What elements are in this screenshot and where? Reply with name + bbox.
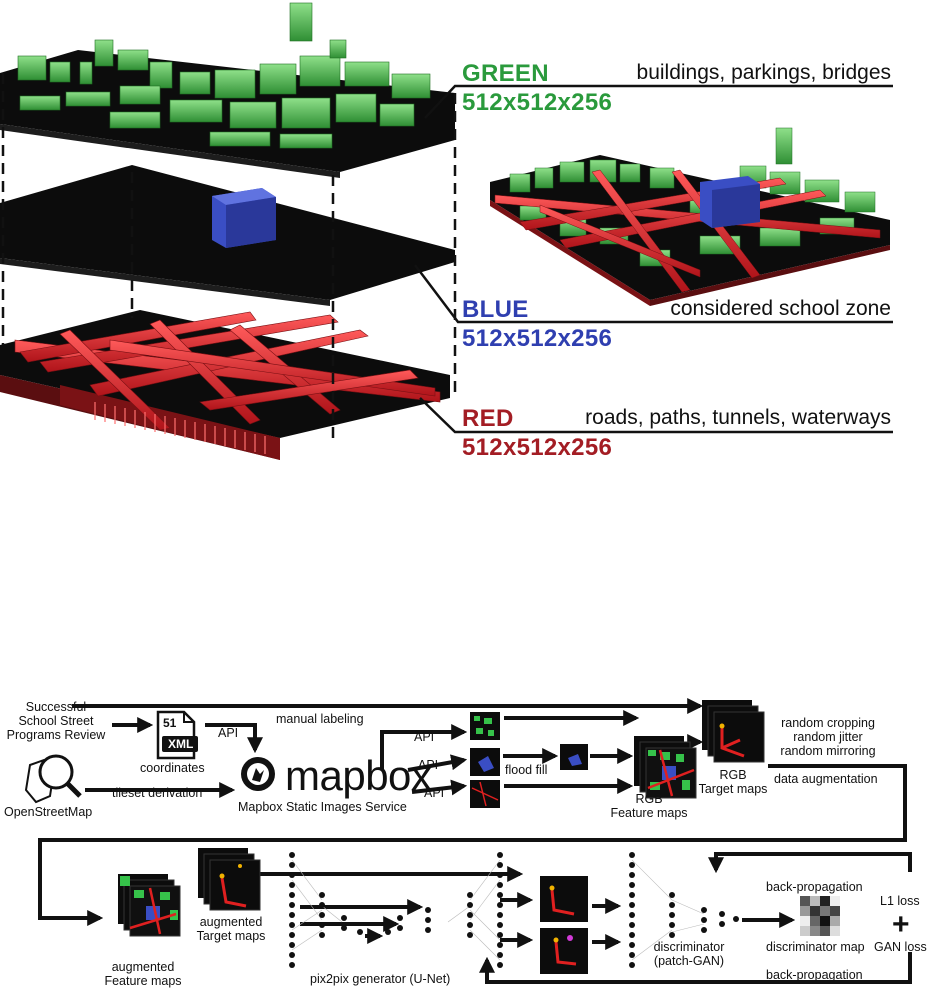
green-layer-description: buildings, parkings, bridges	[636, 61, 891, 84]
discriminator-network	[629, 852, 739, 968]
blue-layer-slab	[0, 165, 455, 306]
xml-tag: XML	[168, 737, 194, 751]
augmented-target-maps-stack	[198, 848, 261, 911]
blue-layer-description: considered school zone	[670, 297, 891, 320]
layer-illustration	[0, 2, 893, 460]
pipeline-diagram	[24, 698, 912, 984]
red-layer-description: roads, paths, tunnels, waterways	[585, 406, 891, 429]
rgb-target-maps-label: RGB Target maps	[698, 768, 768, 796]
manual-labeling-label: manual labeling	[276, 712, 364, 726]
rgb-feature-maps-stack	[634, 736, 697, 799]
red-layer-slab	[0, 310, 450, 460]
rgb-target-maps-stack	[702, 700, 765, 763]
green-layer-slab	[0, 2, 455, 178]
coordinates-label: coordinates	[140, 761, 205, 775]
mapbox-service-label: Mapbox Static Images Service	[238, 800, 407, 814]
green-layer-dims: 512x512x256	[462, 89, 613, 116]
rgb-feature-maps-label: RGB Feature maps	[610, 792, 688, 820]
combined-map	[490, 127, 890, 306]
leader-lines	[414, 84, 893, 434]
xml-number: 51	[163, 716, 177, 730]
api-label-1: API	[218, 726, 239, 740]
openstreetmap-icon	[24, 754, 82, 804]
feature-map-tiles	[470, 712, 588, 808]
xml-file-icon	[156, 710, 198, 760]
back-propagation-label-top: back-propagation	[766, 880, 863, 894]
red-layer-name: RED	[462, 405, 514, 432]
augmented-feature-maps-label: augmented Feature maps	[104, 960, 182, 988]
generated-target-tiles	[540, 876, 588, 974]
augmented-target-maps-label: augmented Target maps	[196, 915, 266, 943]
discriminator-label: discriminator (patch-GAN)	[653, 940, 725, 968]
openstreetmap-label: OpenStreetMap	[4, 805, 93, 819]
discriminator-map-label: discriminator map	[766, 940, 865, 954]
augmented-feature-maps-stack	[118, 874, 181, 937]
layer-connector-lines	[1, 73, 457, 438]
source-programs-review: Successful School Street Programs Review	[6, 700, 106, 742]
data-augmentation-label: data augmentation	[774, 772, 878, 786]
red-layer-dims: 512x512x256	[462, 434, 613, 461]
blue-layer-dims: 512x512x256	[462, 325, 613, 352]
tileset-derivation-label: tileset derivation	[112, 786, 203, 800]
back-propagation-label-bottom: back-propagation	[766, 968, 863, 982]
api-label-4: API	[424, 786, 445, 800]
plus-sign: +	[892, 908, 910, 941]
mapbox-wordmark: mapbox	[285, 752, 432, 799]
augmentation-ops-label: random cropping random jitter random mir…	[780, 716, 876, 758]
green-layer-name: GREEN	[462, 60, 549, 87]
gan-loss-label: GAN loss	[874, 940, 927, 954]
unet-generator	[289, 852, 503, 968]
l1-loss-label: L1 loss	[880, 894, 920, 908]
discriminator-map	[800, 896, 840, 936]
blue-layer-name: BLUE	[462, 296, 529, 323]
generator-label: pix2pix generator (U-Net)	[310, 972, 451, 986]
flood-fill-label: flood fill	[505, 763, 548, 777]
mapbox-logo-icon	[241, 757, 275, 791]
flow-arrows	[38, 698, 912, 984]
api-label-3: API	[418, 758, 439, 772]
api-label-2: API	[414, 730, 435, 744]
